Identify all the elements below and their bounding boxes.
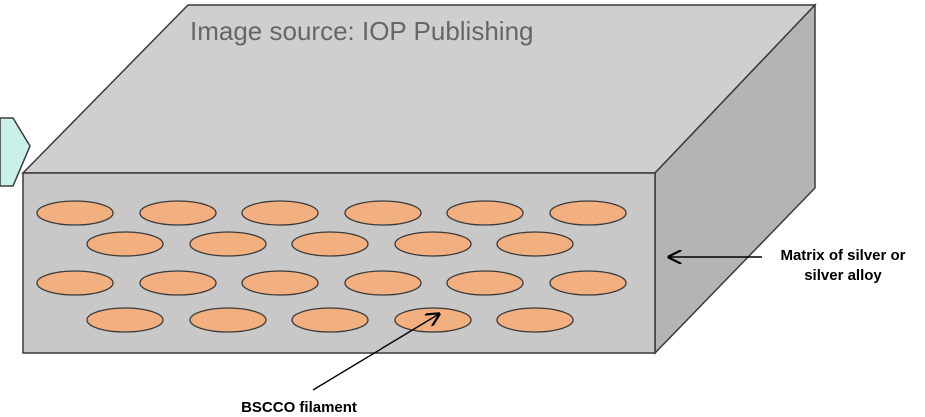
bscco-filament [291,307,369,333]
filament-label: BSCCO filament [241,399,357,416]
filament-pointer-arrow [312,314,439,391]
bscco-filament [496,307,574,333]
bscco-filament [86,307,164,333]
nav-arrow-icon[interactable] [0,117,31,187]
bscco-filament [139,200,217,226]
bscco-filament [549,270,627,296]
bscco-filament [241,200,319,226]
bscco-filament [36,200,114,226]
bscco-filament [344,200,422,226]
matrix-label-line1: Matrix of silver or [780,247,905,264]
bscco-filament [139,270,217,296]
bscco-filament [291,231,369,257]
bscco-filament [241,270,319,296]
bscco-filament [86,231,164,257]
bscco-filament [549,200,627,226]
matrix-label-line2: silver alloy [804,267,882,284]
image-source-caption: Image source: IOP Publishing [190,16,533,46]
bscco-filament [446,200,524,226]
filament-group [36,200,627,333]
bscco-filament [36,270,114,296]
bscco-filament [189,307,267,333]
bscco-filament [344,270,422,296]
bscco-filament [496,231,574,257]
bscco-filament [446,270,524,296]
bscco-filament [189,231,267,257]
bscco-filament [394,231,472,257]
bscco-filament [394,307,472,333]
